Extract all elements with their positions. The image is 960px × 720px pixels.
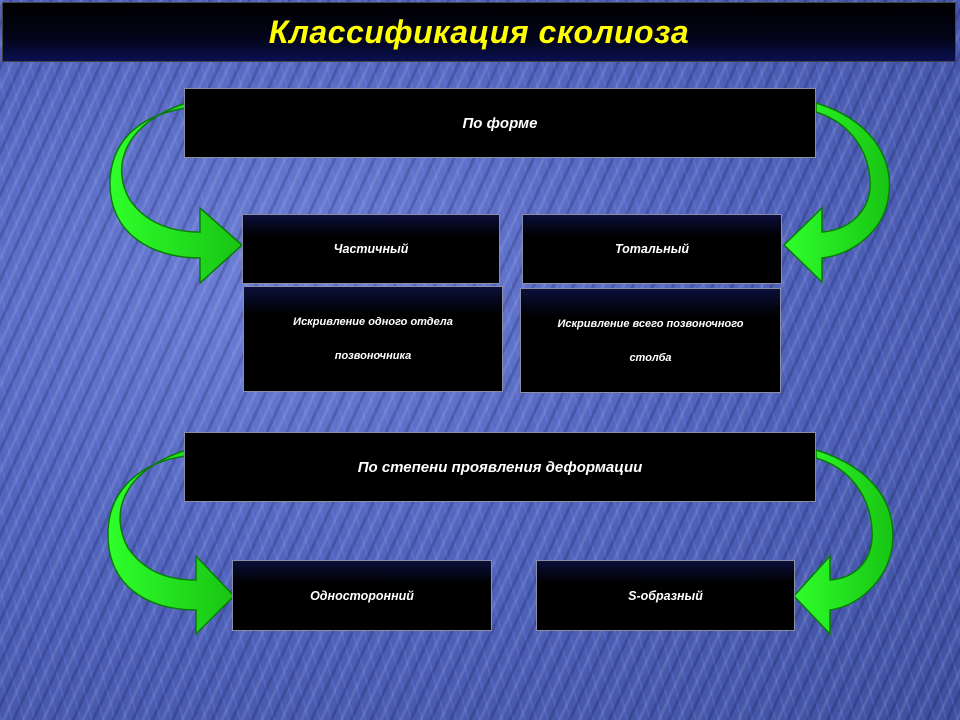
partial-description-box: Искривление одного отдела позвоночника — [243, 286, 503, 392]
s-shaped-box: S-образный — [536, 560, 795, 631]
curved-arrow-left-bottom-icon — [107, 448, 236, 636]
degree-group-header: По степени проявления деформации — [184, 432, 816, 502]
degree-group-header-label: По степени проявления деформации — [357, 458, 643, 476]
curved-arrow-right-top-icon — [782, 101, 891, 284]
one-sided-label: Односторонний — [310, 588, 414, 603]
partial-label: Частичный — [333, 242, 409, 256]
total-description-line-2: столба — [629, 351, 672, 364]
partial-description-line-2: позвоночника — [334, 350, 412, 362]
slide-title: Классификация сколиоза — [268, 13, 690, 50]
form-group-header-label: По форме — [462, 114, 538, 132]
total-box: Тотальный — [522, 214, 782, 284]
total-description-line-1: Искривление всего позвоночного — [557, 317, 744, 330]
one-sided-box: Односторонний — [232, 560, 492, 631]
form-group-header: По форме — [184, 88, 816, 158]
partial-description-line-1: Искривление одного отдела — [293, 316, 453, 328]
curved-arrow-left-top-icon — [109, 101, 244, 285]
curved-arrow-right-bottom-icon — [792, 448, 894, 636]
s-shaped-label: S-образный — [628, 588, 703, 603]
partial-box: Частичный — [242, 214, 500, 284]
title-bar: Классификация сколиоза — [2, 2, 956, 62]
total-label: Тотальный — [614, 242, 690, 256]
total-description-box: Искривление всего позвоночного столба — [520, 288, 781, 393]
